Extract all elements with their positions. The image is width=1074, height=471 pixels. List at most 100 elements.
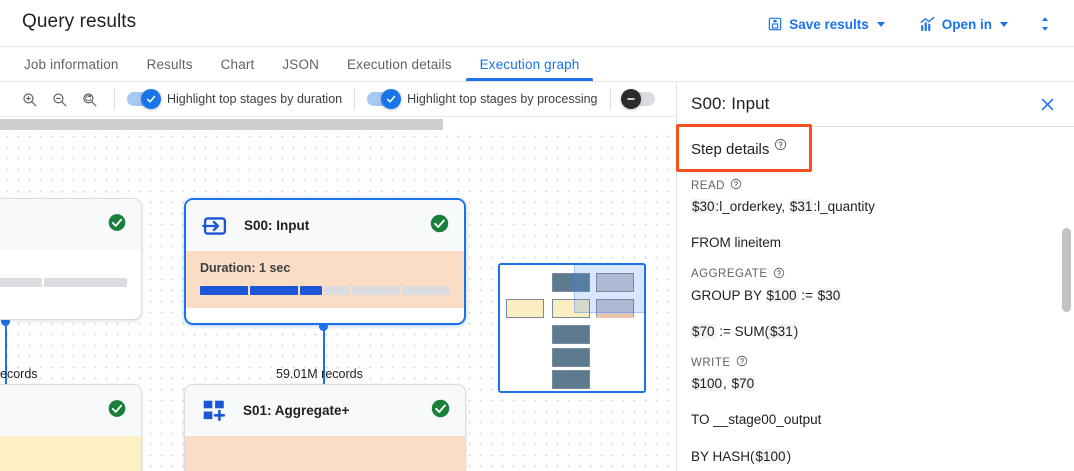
section-line-sum: $70 := SUM($31) [691,323,799,339]
header-actions: Save results Open in [757,9,1060,39]
toggle-highlight-processing[interactable]: Highlight top stages by processing [367,89,598,109]
step-details-heading: Step details [691,138,787,158]
node-header: S00: Input [186,200,464,251]
section-label-text: READ [691,179,725,192]
toggle-label-processing: Highlight top stages by processing [407,92,598,106]
save-results-button[interactable]: Save results [757,12,895,36]
node-header: S01: Aggregate+ [185,385,465,436]
zoom-reset-icon[interactable] [76,86,102,112]
scrollbar-thumb[interactable] [0,119,443,130]
chart-icon [919,16,936,33]
panel-header: S00: Input [677,82,1074,126]
bar-segment [0,278,42,287]
graph-node-s00-input[interactable]: S00: Input Duration: 1 sec [184,198,466,325]
open-in-label: Open in [941,16,992,32]
close-icon[interactable] [1034,91,1060,117]
node-header [0,199,141,250]
toggle-switch-on[interactable] [367,89,402,109]
minimap-node [552,273,590,292]
unfold-more-icon[interactable] [1030,9,1060,39]
bar-segment [300,286,322,295]
graph-toolbar: Highlight top stages by duration Highlig… [0,82,676,117]
graph-node-s01-aggregate[interactable]: S01: Aggregate+ [184,384,466,471]
node-body: Duration: 1 sec [186,251,464,308]
zoom-controls [0,86,102,112]
help-circle-icon[interactable] [730,178,742,193]
save-icon [767,16,783,32]
canvas-horizontal-scrollbar[interactable] [0,117,676,131]
bar-segment [402,286,450,295]
tab-bar: Job information Results Chart JSON Execu… [0,47,1074,82]
minimap-node [552,370,590,389]
bar-segment [200,286,248,295]
step-details-panel: S00: Input Step details [676,82,1074,471]
minimap-node [552,299,590,318]
node-progress-bar [0,278,127,287]
minimap-node [552,348,590,367]
tab-execution-graph[interactable]: Execution graph [465,47,594,81]
check-circle-icon [430,398,451,424]
minimap-node [552,325,590,344]
toggle-switch-off[interactable] [620,89,655,109]
section-line-write-to: TO __stage00_output [691,412,822,428]
help-circle-icon[interactable] [774,138,787,155]
execution-graph-canvas[interactable]: ecords 59.01M records [0,117,676,471]
section-line-write-by: BY HASH($100) [691,448,792,464]
open-in-button[interactable]: Open in [909,12,1018,37]
node-duration-label: Duration: 1 sec [200,261,291,275]
input-arrow-icon [200,211,230,241]
toggle-third[interactable] [620,89,655,109]
section-label-text: WRITE [691,356,731,369]
bar-segment [323,286,350,295]
toolbar-divider [609,88,611,110]
graph-minimap[interactable] [498,263,646,393]
toggle-switch-on[interactable] [127,89,161,109]
help-circle-icon[interactable] [773,267,785,282]
chevron-down-icon [1000,21,1008,27]
edge-label-left: ecords [0,367,38,381]
bar-segment [43,278,127,287]
minimap-node [596,273,634,292]
switch-thumb [141,89,161,109]
tab-job-information[interactable]: Job information [24,56,119,72]
graph-node-partial-bottom[interactable] [0,384,142,471]
toggle-label-duration: Highlight top stages by duration [167,92,343,106]
graph-node-partial-top[interactable] [0,198,142,320]
aggregate-grid-icon [199,396,229,426]
switch-thumb [381,89,402,109]
toolbar-divider [354,88,356,110]
minimap-viewport-indicator[interactable] [574,265,644,313]
node-title: S00: Input [244,218,310,233]
node-title: S01: Aggregate+ [243,403,350,418]
section-label-read: READ [691,178,1060,193]
zoom-in-icon[interactable] [16,86,42,112]
section-line-read-from: FROM lineitem [691,235,782,251]
tab-execution-details[interactable]: Execution details [347,56,452,72]
panel-title: S00: Input [691,94,770,113]
node-body [185,436,465,471]
page-title: Query results [22,11,137,32]
section-label-write: WRITE [691,355,1060,370]
bar-segment [250,286,298,295]
step-details-section: Step details [677,127,1074,165]
tab-results[interactable]: Results [146,56,193,72]
bar-segment [352,286,400,295]
section-line-group-by: GROUP BY $100 := $30 [691,287,842,303]
check-circle-icon [429,213,450,239]
zoom-out-icon[interactable] [46,86,72,112]
edge-label-59m-records: 59.01M records [276,367,363,381]
toggle-highlight-duration[interactable]: Highlight top stages by duration [127,89,343,109]
section-line-read-columns: $30:l_orderkey, $31:l_quantity [691,199,875,214]
toolbar-divider [114,88,115,110]
switch-thumb [620,89,641,109]
panel-sections: READ $30:l_orderkey, $31:l_quantity FROM… [677,178,1074,467]
tab-json[interactable]: JSON [282,56,320,72]
help-circle-icon[interactable] [736,355,748,370]
tab-chart[interactable]: Chart [220,56,255,72]
page-header: Query results Save results [0,0,1074,47]
panel-divider [677,126,1074,127]
panel-scrollbar-thumb[interactable] [1062,228,1071,312]
edge-anchor-dot-left [1,317,10,326]
node-progress-bar [200,286,450,295]
